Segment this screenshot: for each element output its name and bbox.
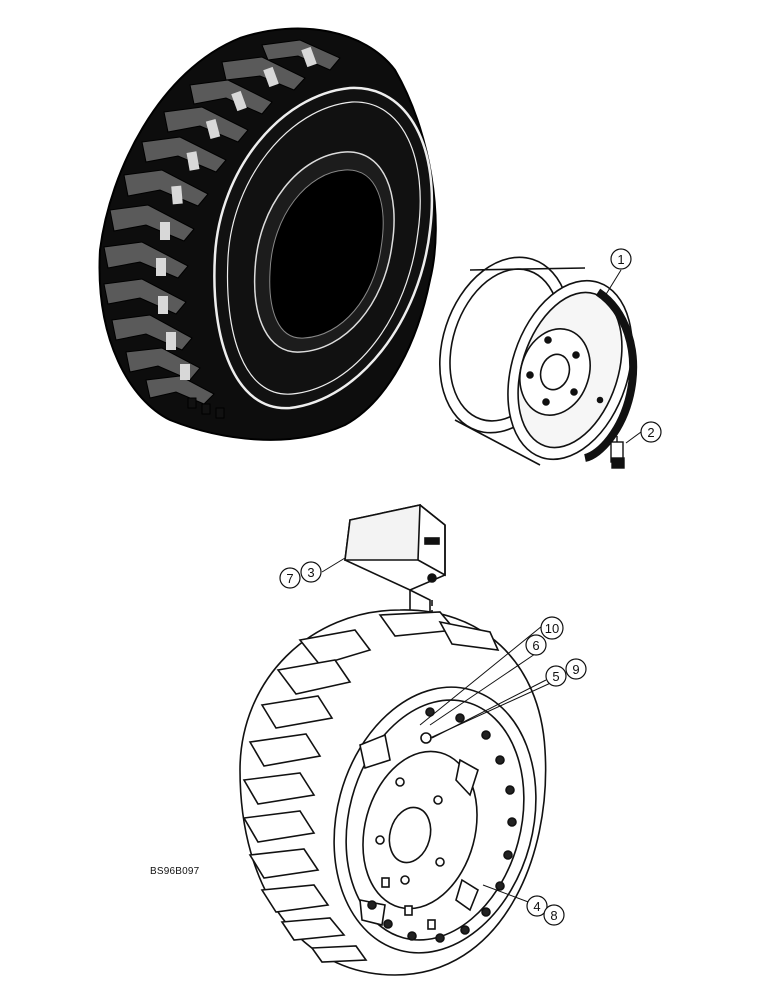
- svg-text:2: 2: [647, 425, 654, 440]
- callout-2: 2: [640, 421, 662, 443]
- svg-text:5: 5: [552, 669, 559, 684]
- tread-highlights: [156, 46, 317, 380]
- callout-1: 1: [610, 248, 632, 270]
- wheel-rim: [439, 256, 638, 466]
- callout-8: 8: [543, 904, 565, 926]
- callout-5: 5: [545, 665, 567, 687]
- svg-text:3: 3: [307, 565, 314, 580]
- svg-text:10: 10: [545, 621, 559, 636]
- svg-text:1: 1: [617, 252, 624, 267]
- svg-text:7: 7: [286, 571, 293, 586]
- callout-4: 4: [526, 895, 548, 917]
- leader-lines: [321, 269, 642, 904]
- hub-bolt-holes: [375, 777, 445, 885]
- drawing-code: BS96B097: [150, 866, 200, 877]
- callout-10: 10: [540, 616, 564, 640]
- valve-stem: [610, 436, 625, 469]
- pneumatic-tire: [98, 27, 437, 441]
- svg-text:9: 9: [572, 662, 579, 677]
- callout-7: 7: [279, 567, 301, 589]
- callout-6: 6: [525, 634, 547, 656]
- svg-text:6: 6: [532, 638, 539, 653]
- callout-9: 9: [565, 658, 587, 680]
- segment-pins: [381, 877, 436, 930]
- solid-tire-lugs: [242, 611, 500, 963]
- callout-3: 3: [300, 561, 322, 583]
- svg-text:8: 8: [550, 908, 557, 923]
- rim-bolt-holes: [526, 336, 604, 406]
- outer-bolt-ring: [367, 707, 517, 943]
- svg-text:4: 4: [533, 899, 540, 914]
- tire-bottom-lugs: [187, 397, 225, 419]
- solid-tire-assembly: [239, 609, 547, 976]
